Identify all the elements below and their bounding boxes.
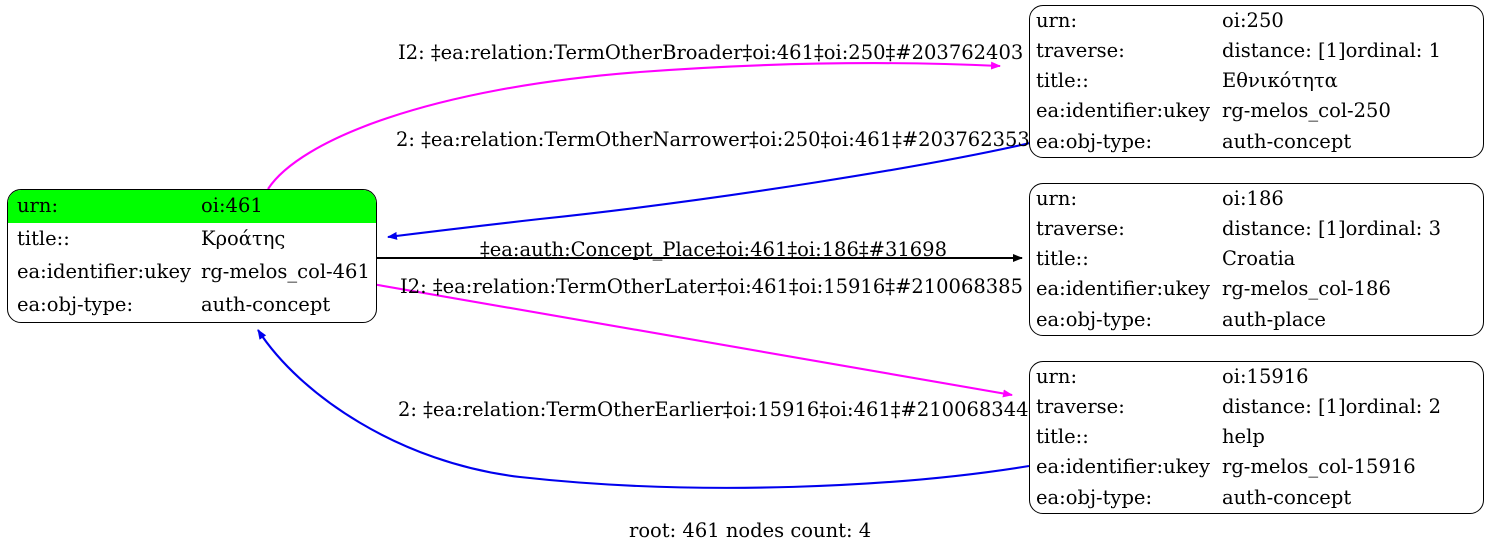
row-key: ea:identifier:ukey (1036, 455, 1210, 479)
node-row: ea:obj-type: auth-concept (8, 289, 376, 322)
node-row: ea:obj-type: auth-place (1030, 305, 1483, 335)
row-value: distance: [1]ordinal: 1 (1216, 36, 1483, 66)
node-row: traverse: distance: [1]ordinal: 2 (1030, 392, 1483, 422)
node-row: ea:identifier:ukey rg-melos_col-461 (8, 256, 376, 289)
row-key: title:: (1036, 247, 1089, 271)
node-row: ea:obj-type: auth-concept (1030, 127, 1483, 157)
row-key: ea:identifier:ukey (17, 260, 191, 284)
row-value: Εθνικότητα (1222, 69, 1338, 93)
row-value: rg-melos_col-186 (1222, 277, 1391, 301)
node-row: title:: Εθνικότητα (1030, 66, 1483, 96)
node-row: title:: Croatia (1030, 244, 1483, 274)
row-value: rg-melos_col-461 (201, 260, 370, 284)
node-oi-15916-table: urn: oi:15916 traverse: distance: [1]ord… (1030, 362, 1483, 513)
node-row: urn: oi:250 (1030, 6, 1483, 36)
row-value: auth-concept (1222, 485, 1352, 509)
node-oi-250[interactable]: urn: oi:250 traverse: distance: [1]ordin… (1029, 5, 1484, 158)
edge-label-later: I2: ‡ea:relation:TermOtherLater‡oi:461‡o… (400, 275, 1023, 298)
row-value: distance: [1]ordinal: 2 (1216, 392, 1483, 422)
node-root-461-table: urn: oi:461 title:: Κροάτης ea:identifie… (8, 190, 376, 322)
row-key: ea:identifier:ukey (1036, 277, 1210, 301)
row-key: urn: (1036, 8, 1078, 32)
row-key: title:: (1036, 425, 1089, 449)
traverse-ordinal: ordinal: 1 (1345, 39, 1441, 63)
node-row: ea:identifier:ukey rg-melos_col-186 (1030, 275, 1483, 305)
edge-label-concept-place: ‡ea:auth:Concept_Place‡oi:461‡oi:186‡#31… (480, 238, 947, 261)
traverse-distance: distance: [1] (1222, 395, 1346, 419)
node-oi-250-table: urn: oi:250 traverse: distance: [1]ordin… (1030, 6, 1483, 157)
row-key: traverse: (1036, 217, 1125, 241)
row-value: oi:461 (197, 190, 376, 223)
graph-footer-caption: root: 461 nodes count: 4 (629, 519, 872, 542)
row-value: auth-place (1222, 307, 1326, 331)
row-value: oi:15916 (1222, 364, 1309, 388)
row-value: auth-concept (1222, 129, 1352, 153)
row-value: help (1222, 425, 1265, 449)
row-key: urn: (8, 190, 197, 223)
node-row: urn: oi:186 (1030, 184, 1483, 214)
edge-label-narrower: 2: ‡ea:relation:TermOtherNarrower‡oi:250… (396, 128, 1030, 151)
row-value: rg-melos_col-15916 (1222, 455, 1416, 479)
node-row: title:: Κροάτης (8, 223, 376, 256)
row-key: title:: (1036, 69, 1089, 93)
row-value: oi:250 (1222, 8, 1284, 32)
node-oi-15916[interactable]: urn: oi:15916 traverse: distance: [1]ord… (1029, 361, 1484, 514)
row-key: ea:identifier:ukey (1036, 99, 1210, 123)
edge-path-broader (267, 61, 1001, 190)
row-key: title:: (17, 227, 70, 251)
node-row: traverse: distance: [1]ordinal: 1 (1030, 36, 1483, 66)
row-key: ea:obj-type: (1036, 485, 1153, 509)
edge-path-later (371, 282, 1013, 398)
node-oi-186[interactable]: urn: oi:186 traverse: distance: [1]ordin… (1029, 183, 1484, 336)
row-value: distance: [1]ordinal: 3 (1216, 214, 1483, 244)
row-value: oi:186 (1222, 186, 1284, 210)
traverse-distance: distance: [1] (1222, 217, 1346, 241)
node-row: ea:identifier:ukey rg-melos_col-250 (1030, 97, 1483, 127)
row-key: urn: (1036, 186, 1078, 210)
edge-label-earlier: 2: ‡ea:relation:TermOtherEarlier‡oi:1591… (398, 398, 1029, 421)
node-row: title:: help (1030, 422, 1483, 452)
row-value: rg-melos_col-250 (1222, 99, 1391, 123)
row-key: traverse: (1036, 39, 1125, 63)
row-value: Croatia (1222, 247, 1296, 271)
node-row: urn: oi:461 (8, 190, 376, 223)
traverse-ordinal: ordinal: 3 (1345, 217, 1441, 241)
traverse-distance: distance: [1] (1222, 39, 1346, 63)
node-row: traverse: distance: [1]ordinal: 3 (1030, 214, 1483, 244)
edge-label-broader: I2: ‡ea:relation:TermOtherBroader‡oi:461… (398, 41, 1024, 64)
row-key: urn: (1036, 364, 1078, 388)
node-oi-186-table: urn: oi:186 traverse: distance: [1]ordin… (1030, 184, 1483, 335)
edge-path-narrower (387, 141, 1031, 240)
row-key: ea:obj-type: (1036, 307, 1153, 331)
node-row: urn: oi:15916 (1030, 362, 1483, 392)
traverse-ordinal: ordinal: 2 (1345, 395, 1441, 419)
row-value: Κροάτης (201, 227, 286, 251)
row-key: ea:obj-type: (1036, 129, 1153, 153)
node-root-461[interactable]: urn: oi:461 title:: Κροάτης ea:identifie… (7, 189, 377, 323)
node-row: ea:obj-type: auth-concept (1030, 483, 1483, 513)
row-key: ea:obj-type: (17, 293, 134, 317)
node-row: ea:identifier:ukey rg-melos_col-15916 (1030, 453, 1483, 483)
row-key: traverse: (1036, 395, 1125, 419)
row-value: auth-concept (201, 293, 331, 317)
